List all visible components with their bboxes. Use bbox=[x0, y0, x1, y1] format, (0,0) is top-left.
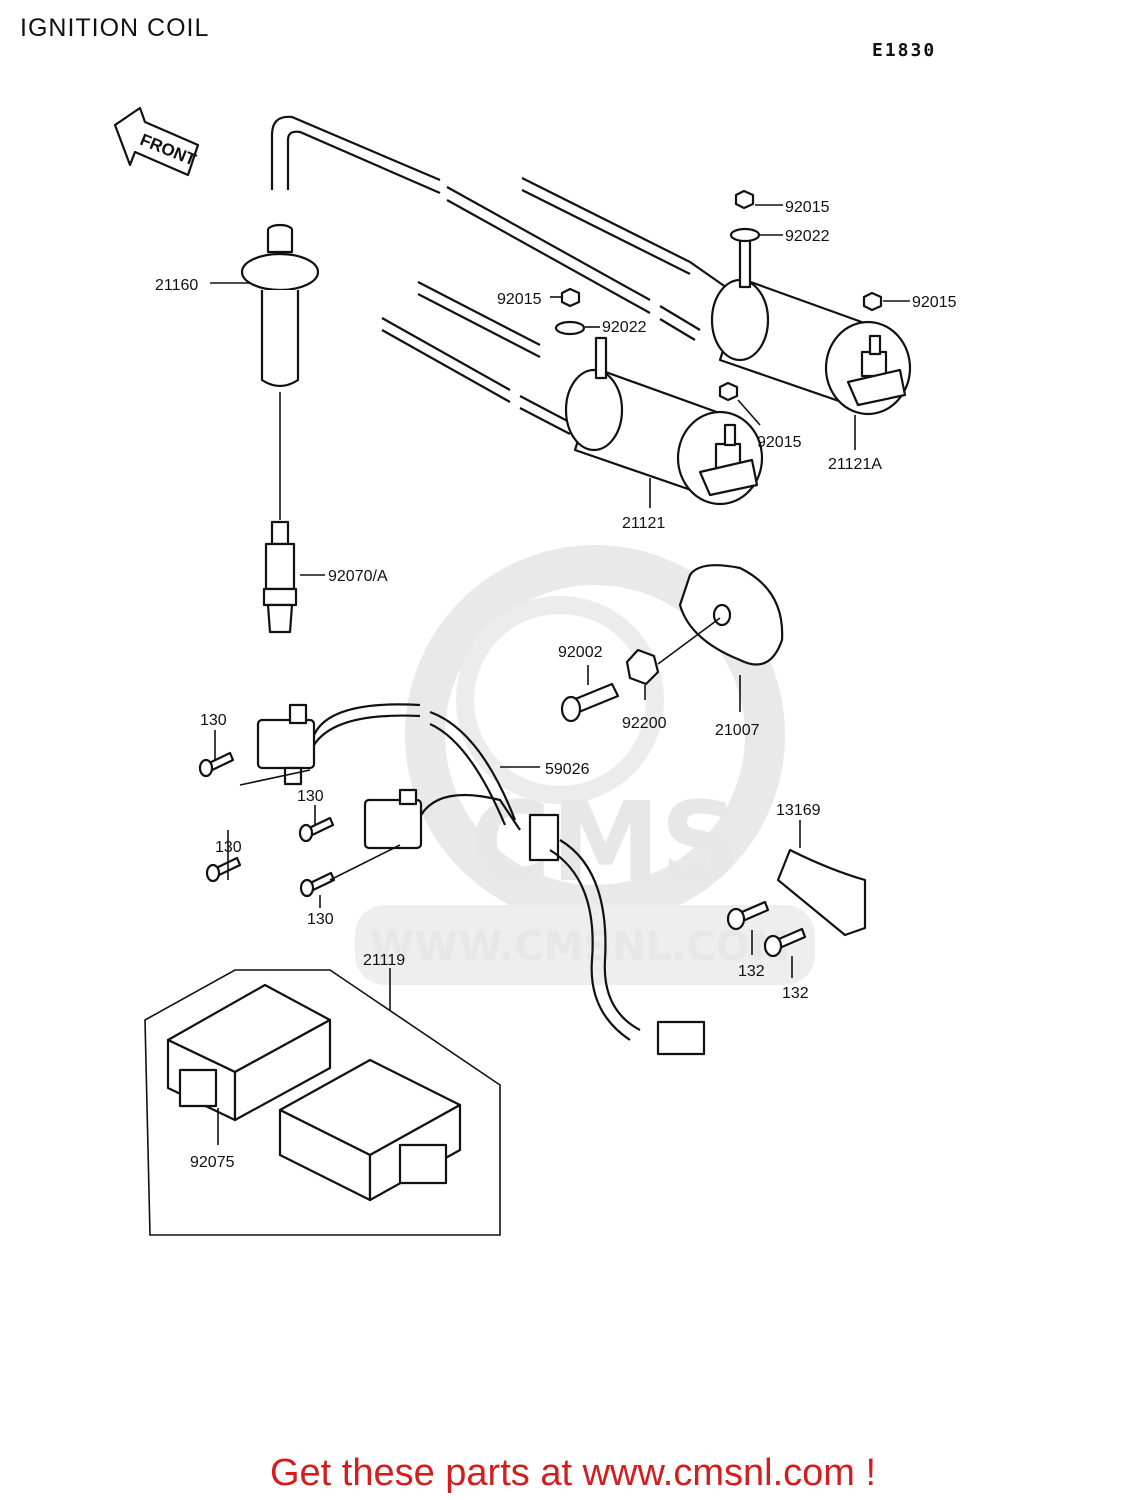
watermark-brand: CMS bbox=[470, 778, 739, 906]
label-92015-d: 92015 bbox=[757, 434, 802, 451]
label-130-a: 130 bbox=[200, 712, 227, 729]
front-arrow: FRONT bbox=[113, 106, 199, 177]
label-132-b: 132 bbox=[782, 985, 809, 1002]
ignitor-unit bbox=[144, 969, 501, 1236]
coil-wires bbox=[381, 177, 731, 435]
rotor-plate bbox=[560, 564, 784, 723]
label-21007: 21007 bbox=[715, 722, 760, 739]
label-92002: 92002 bbox=[558, 644, 603, 661]
label-21121: 21121 bbox=[622, 515, 665, 532]
ignition-coil-front bbox=[564, 336, 764, 506]
cms-watermark: CMS WWW.CMSNL.COM bbox=[355, 545, 815, 985]
label-21119: 21119 bbox=[363, 952, 405, 969]
label-21160: 21160 bbox=[155, 277, 198, 294]
nuts-washers bbox=[554, 189, 883, 402]
leader-lines bbox=[210, 204, 910, 1145]
label-92200: 92200 bbox=[622, 715, 667, 732]
label-130-d: 130 bbox=[307, 911, 334, 928]
label-92015-c: 92015 bbox=[912, 294, 957, 311]
ignition-coil-rear bbox=[710, 230, 912, 416]
diagram-code: E1830 bbox=[872, 40, 937, 61]
page-title: IGNITION COIL bbox=[20, 14, 210, 42]
label-130-c: 130 bbox=[297, 788, 324, 805]
label-92015-a: 92015 bbox=[785, 199, 830, 216]
pickup-coils-harness bbox=[256, 703, 706, 1056]
label-92070: 92070/A bbox=[328, 568, 388, 585]
bolts bbox=[198, 751, 807, 958]
label-92015-b: 92015 bbox=[497, 291, 542, 308]
part-labels: 21160 92070/A 92015 92022 92015 92015 92… bbox=[155, 199, 957, 1171]
ht-cable bbox=[270, 115, 701, 341]
bracket bbox=[776, 848, 867, 937]
label-92075: 92075 bbox=[190, 1154, 235, 1171]
spark-plug bbox=[262, 520, 298, 634]
label-130-b: 130 bbox=[215, 839, 242, 856]
spark-plug-cap bbox=[240, 223, 320, 520]
label-13169: 13169 bbox=[776, 802, 821, 819]
label-21121A: 21121A bbox=[828, 456, 882, 473]
watermark-url: WWW.CMSNL.COM bbox=[370, 924, 790, 970]
label-92022-a: 92022 bbox=[785, 228, 830, 245]
footer-link[interactable]: Get these parts at www.cmsnl.com ! bbox=[269, 1452, 877, 1494]
label-59026: 59026 bbox=[545, 761, 590, 778]
label-92022-b: 92022 bbox=[602, 319, 647, 336]
label-132-a: 132 bbox=[738, 963, 765, 980]
